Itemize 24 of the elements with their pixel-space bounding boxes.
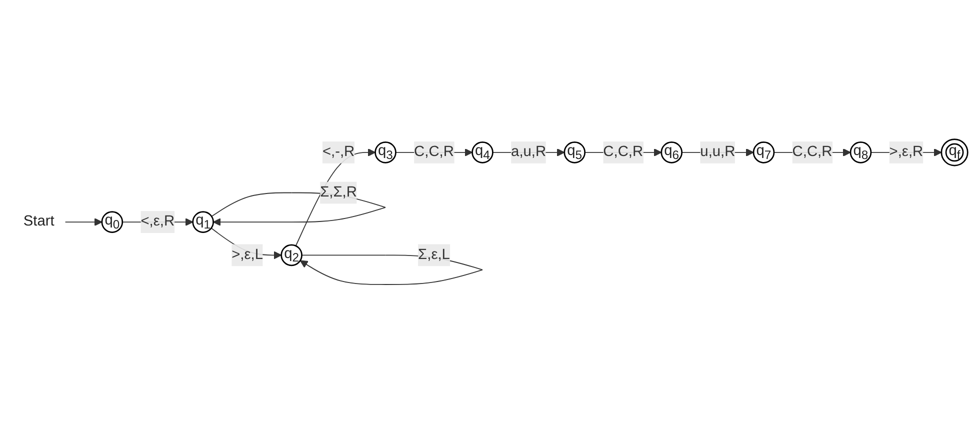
edge-label: C,C,R xyxy=(603,144,644,160)
node-circle: q$_{4}$ xyxy=(472,141,494,163)
node-circle: q$_{5}$ xyxy=(564,141,586,163)
edge-label: u,u,R xyxy=(700,144,736,160)
edge-label: Σ,ε,L xyxy=(418,246,450,262)
node-circle: q$_{1}$ xyxy=(192,210,214,233)
edge-label: <,-,R xyxy=(322,144,355,160)
node-circle: q$_{f}$ xyxy=(940,138,968,166)
edge-label: C,C,R xyxy=(414,144,454,160)
edge-label: <,ε,R xyxy=(140,213,175,229)
arrow xyxy=(64,218,102,226)
node-circle: q$_{6}$ xyxy=(660,141,683,163)
edge-label: Σ,Σ,R xyxy=(320,184,357,200)
node-circle: q$_{3}$ xyxy=(374,141,396,163)
node-circle: q$_{2}$ xyxy=(280,244,302,266)
arrow xyxy=(295,148,376,246)
edge-label: a,u,R xyxy=(511,144,546,160)
node-circle: q$_{7}$ xyxy=(752,141,775,163)
node-circle: q$_{0}$ xyxy=(101,210,124,233)
edge-label: C,C,R xyxy=(792,144,832,160)
node-circle: q$_{8}$ xyxy=(850,141,872,163)
edge-label: >,ε,R xyxy=(889,144,924,160)
edge-label: >,ε,L xyxy=(232,246,264,262)
node-text: Start xyxy=(23,213,54,229)
